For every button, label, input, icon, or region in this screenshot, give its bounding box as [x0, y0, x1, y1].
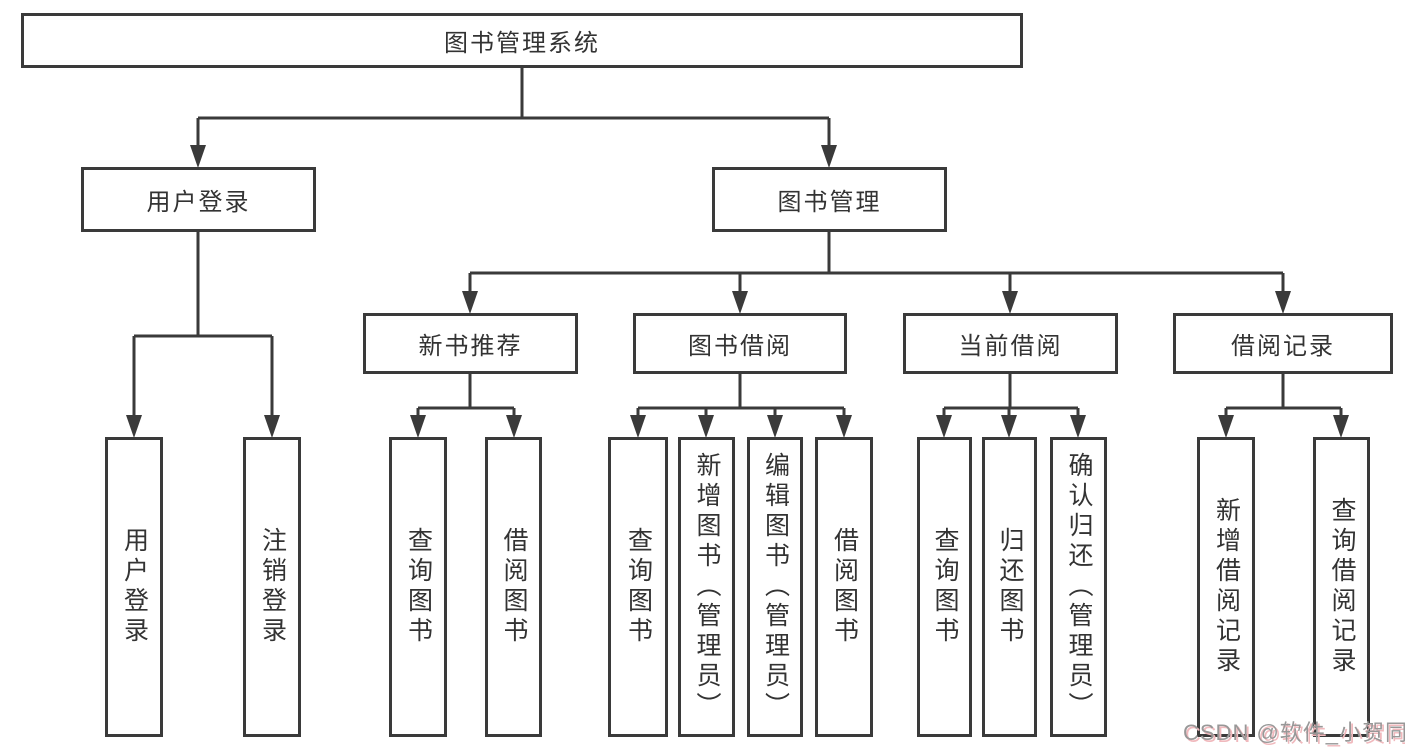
node-label: 图书管理系统 — [444, 30, 600, 57]
leaf-label: 查询图书 — [624, 527, 653, 647]
node-current-borrowing: 当前借阅 — [903, 313, 1118, 374]
connector-arrow-shafts — [132, 118, 1343, 420]
leaf-label: 查询图书 — [931, 527, 959, 647]
node-new-book-recommend: 新书推荐 — [363, 313, 578, 374]
leaf-edit-book-admin: 编辑图书（管理员） — [747, 437, 803, 737]
leaf-label: 用户登录 — [120, 527, 149, 647]
node-label: 借阅记录 — [1231, 333, 1335, 360]
leaf-label: 借阅图书 — [830, 527, 859, 647]
leaf-borrow-books-recommend: 借阅图书 — [485, 437, 542, 737]
leaf-borrow-books: 借阅图书 — [815, 437, 873, 737]
leaf-logout: 注销登录 — [243, 437, 301, 737]
leaf-label: 注销登录 — [258, 527, 287, 647]
connector-arrowheads — [126, 145, 1349, 438]
leaf-label: 查询图书 — [404, 527, 433, 647]
leaf-add-book-admin: 新增图书（管理员） — [678, 437, 735, 737]
leaf-query-books-recommend: 查询图书 — [389, 437, 447, 737]
node-label: 当前借阅 — [958, 333, 1063, 360]
node-label: 图书借阅 — [688, 333, 792, 360]
leaf-label: 归还图书 — [996, 527, 1024, 647]
leaf-query-books-borrow: 查询图书 — [608, 437, 668, 737]
csdn-watermark: CSDN @软件_小贺同学 — [1183, 720, 1405, 745]
leaf-add-borrow-record: 新增借阅记录 — [1197, 437, 1255, 737]
leaf-return-book: 归还图书 — [982, 437, 1037, 737]
leaf-user-login: 用户登录 — [105, 437, 163, 737]
node-label: 图书管理 — [777, 189, 882, 216]
leaf-query-borrow-record: 查询借阅记录 — [1313, 437, 1370, 737]
connector-trunk-lines — [134, 68, 1341, 410]
node-book-management: 图书管理 — [712, 167, 947, 232]
leaf-label: 新增借阅记录 — [1212, 497, 1241, 677]
leaf-confirm-return-admin: 确认归还（管理员） — [1050, 437, 1107, 737]
leaf-label: 确认归还（管理员） — [1065, 452, 1093, 722]
node-label: 新书推荐 — [418, 333, 523, 360]
leaf-query-books-current: 查询图书 — [917, 437, 972, 737]
leaf-label: 借阅图书 — [500, 527, 528, 647]
leaf-label: 新增图书（管理员） — [693, 452, 721, 722]
node-user-login: 用户登录 — [81, 167, 316, 232]
node-label: 用户登录 — [146, 189, 251, 216]
node-borrowing-records: 借阅记录 — [1173, 313, 1393, 374]
node-book-borrowing: 图书借阅 — [633, 313, 847, 374]
leaf-label: 编辑图书（管理员） — [761, 452, 790, 722]
node-root-system: 图书管理系统 — [21, 13, 1023, 68]
leaf-label: 查询借阅记录 — [1328, 497, 1356, 677]
